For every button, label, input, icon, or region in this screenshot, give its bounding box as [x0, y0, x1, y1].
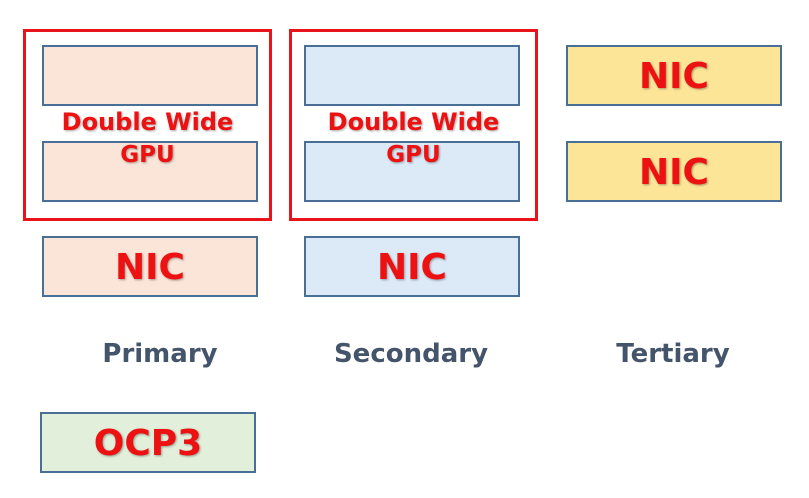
- primary-column-label: Primary: [102, 339, 218, 369]
- primary-nic-slot: NIC: [42, 236, 258, 297]
- secondary-nic-slot: NIC: [304, 236, 520, 297]
- tertiary-nic-bottom-label: NIC: [639, 152, 709, 193]
- tertiary-nic-slot-bottom: NIC: [566, 141, 782, 202]
- secondary-gpu-slot-bottom: [304, 141, 520, 202]
- primary-gpu-slot-top: [42, 45, 258, 106]
- primary-nic-label: NIC: [115, 247, 185, 288]
- ocp3-slot: OCP3: [40, 412, 256, 473]
- ocp3-label: OCP3: [93, 423, 203, 464]
- secondary-column-label: Secondary: [333, 339, 489, 369]
- primary-gpu-slot-bottom: [42, 141, 258, 202]
- secondary-double-wide-label: Double Wide: [327, 108, 500, 136]
- tertiary-nic-slot-top: NIC: [566, 45, 782, 106]
- tertiary-column-label: Tertiary: [616, 339, 730, 369]
- secondary-nic-label: NIC: [377, 247, 447, 288]
- secondary-double-wide-gpu-frame: [289, 29, 538, 221]
- secondary-gpu-slot-top: [304, 45, 520, 106]
- secondary-gpu-label: GPU: [386, 142, 441, 168]
- primary-double-wide-label: Double Wide: [61, 108, 234, 136]
- primary-double-wide-gpu-frame: [23, 29, 272, 221]
- tertiary-nic-top-label: NIC: [639, 56, 709, 97]
- primary-gpu-label: GPU: [120, 142, 175, 168]
